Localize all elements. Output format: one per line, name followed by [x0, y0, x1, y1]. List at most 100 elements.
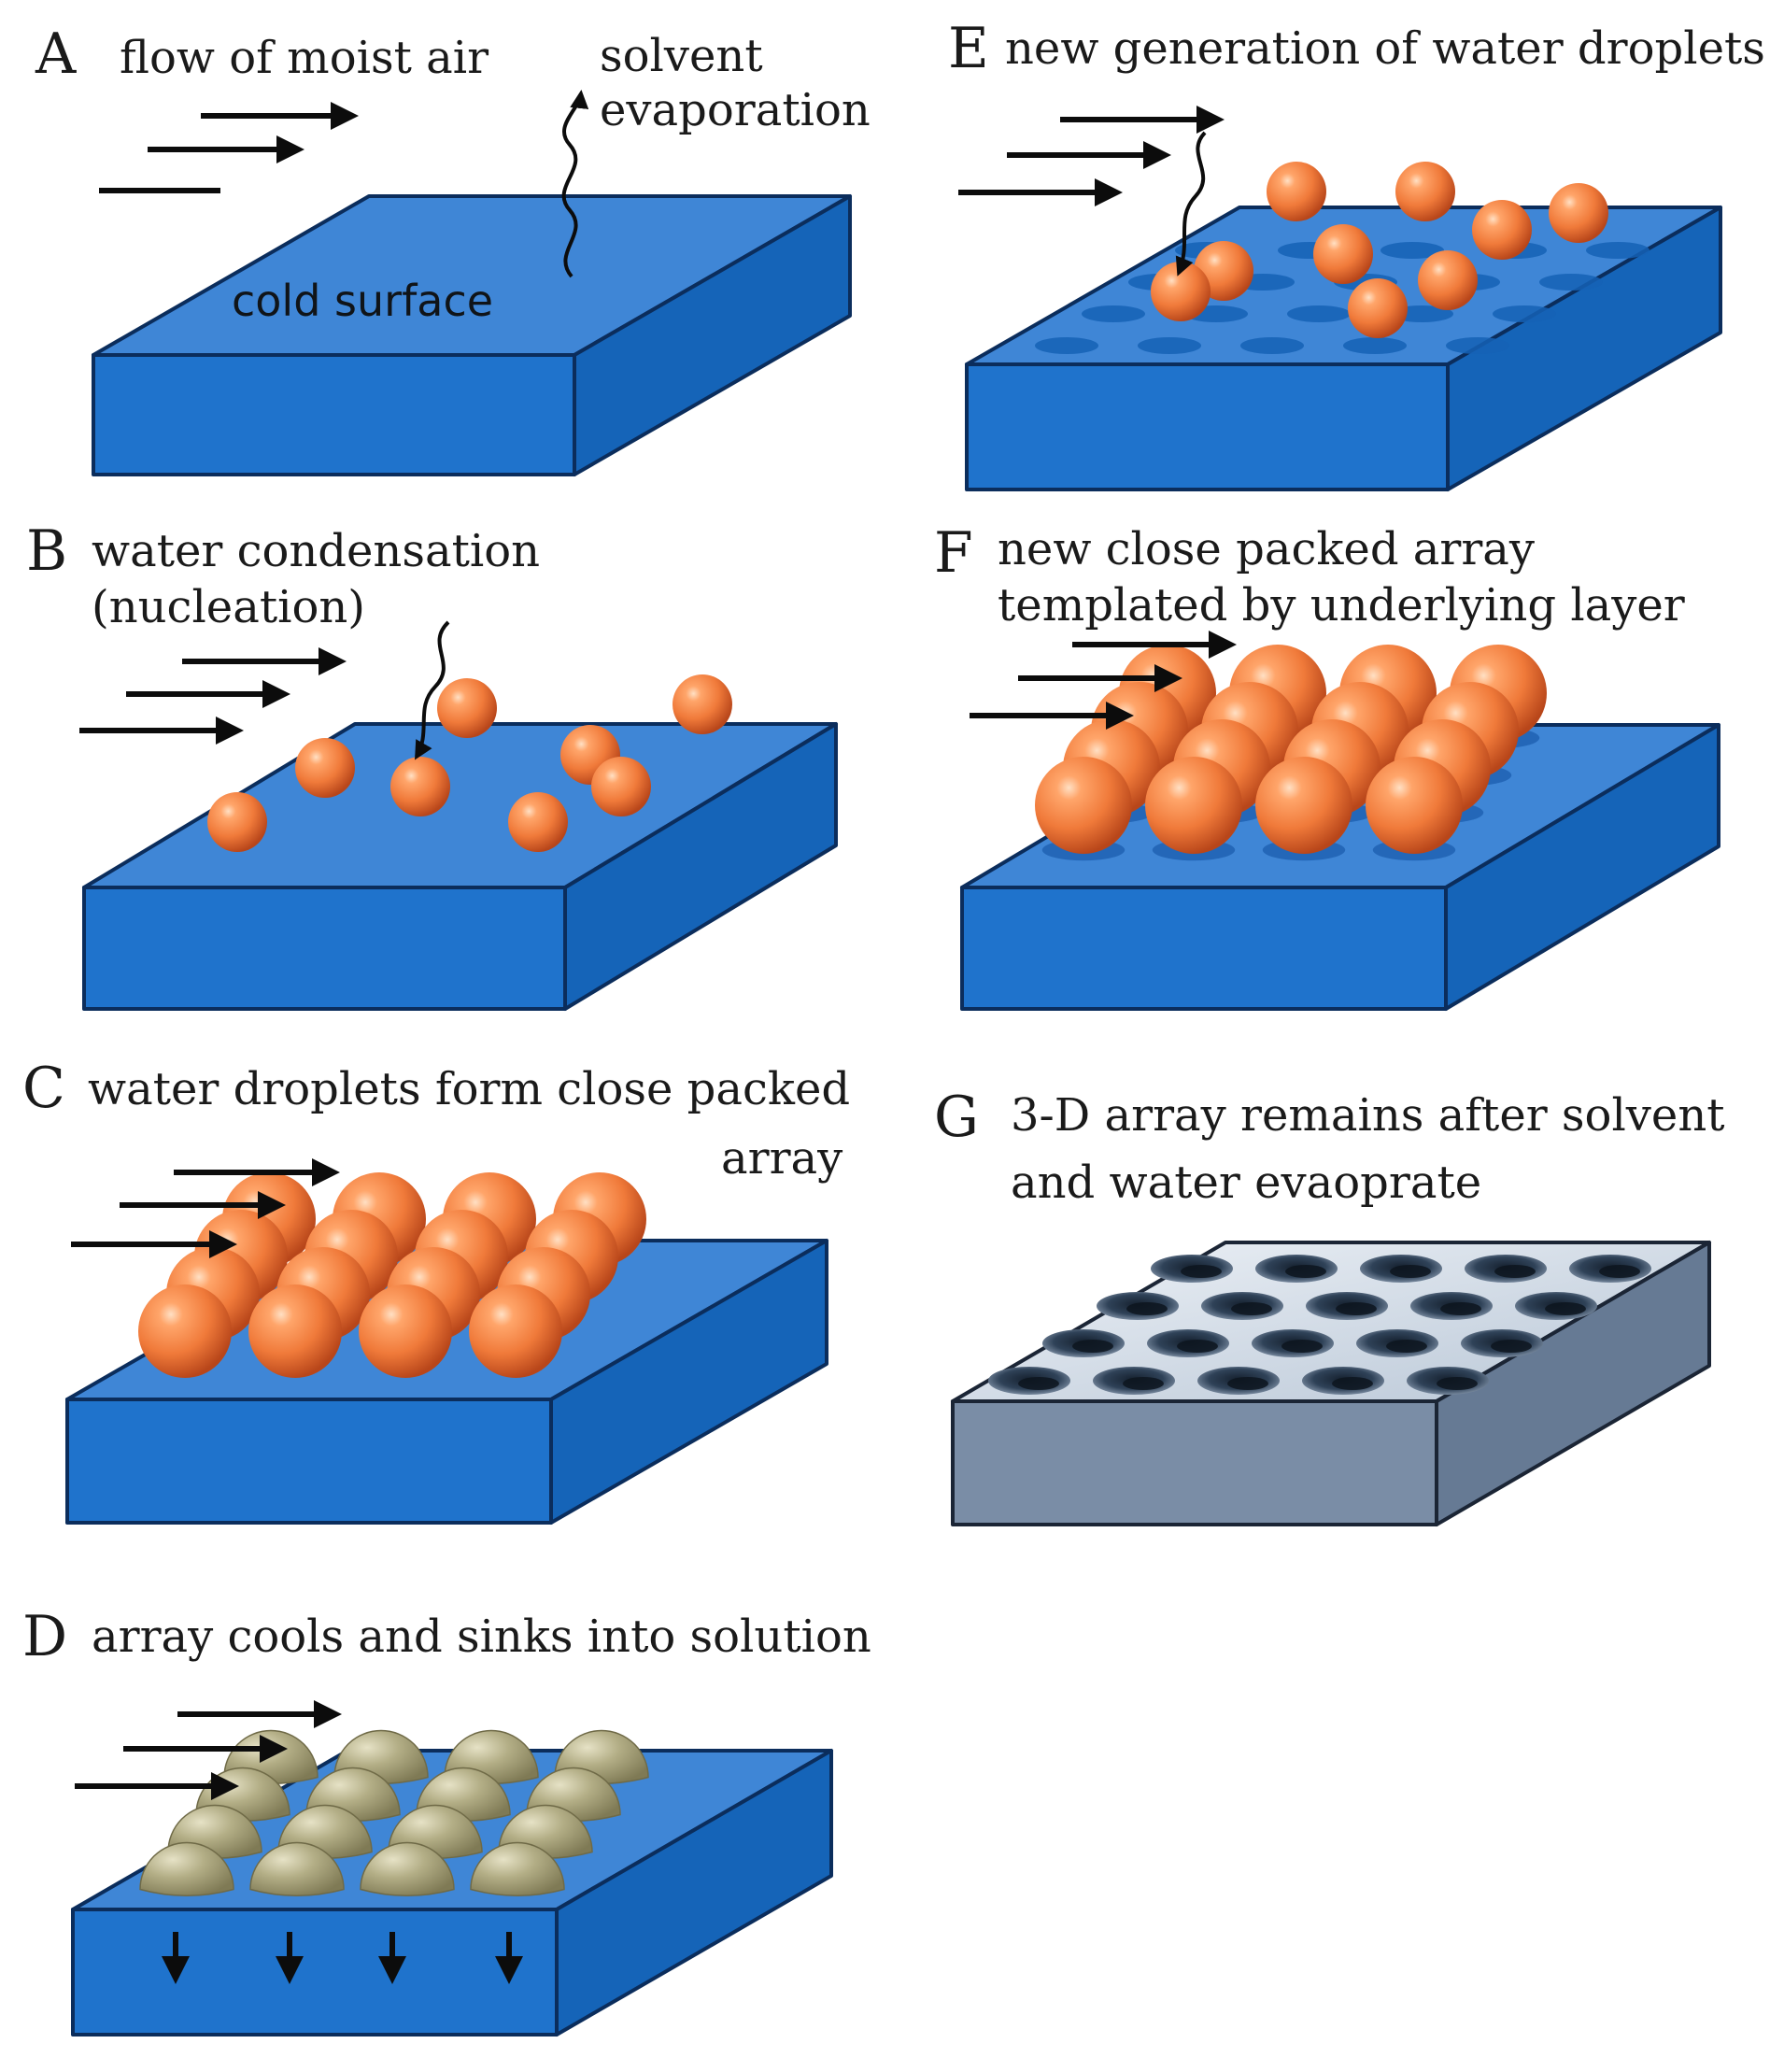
pore-depth	[1126, 1302, 1168, 1315]
water-droplet	[508, 792, 568, 852]
droplet-imprint	[1539, 274, 1603, 291]
solvent-evaporation-arrow	[561, 90, 589, 278]
droplet-imprint	[1287, 305, 1351, 322]
condensation-arrow	[415, 620, 450, 760]
panel-e-droplets	[1151, 162, 1608, 338]
pore-depth	[1332, 1377, 1373, 1390]
panel-b: B water condensation (nucleation)	[26, 518, 838, 1011]
water-droplet	[469, 1284, 562, 1378]
panel-b-droplets	[207, 674, 732, 852]
water-droplet	[138, 1284, 232, 1378]
pore-depth	[1281, 1340, 1323, 1353]
panel-f-caption-line-1: new close packed array	[998, 523, 1535, 575]
panel-c-letter: C	[22, 1056, 65, 1121]
panel-f: F new close packed array templated by un…	[934, 520, 1720, 1011]
panel-f-droplet-array	[1035, 645, 1547, 861]
droplet-imprint	[1082, 305, 1145, 322]
water-droplet	[437, 678, 497, 738]
water-droplet	[207, 792, 267, 852]
panel-c: C water droplets form close packed array	[22, 1056, 850, 1525]
pore-depth	[1390, 1265, 1431, 1278]
pore-depth	[1231, 1302, 1272, 1315]
droplet-imprint	[1586, 242, 1649, 259]
panel-e-surface-imprints	[1035, 242, 1649, 354]
pore-depth	[1440, 1302, 1481, 1315]
water-droplet	[390, 757, 450, 816]
panel-a-evaporation-label: evaporation	[600, 84, 871, 136]
water-droplet	[1145, 757, 1242, 854]
panel-c-caption-line-1: water droplets form close packed	[88, 1063, 850, 1115]
panel-b-air-flow-arrows	[79, 647, 347, 745]
panel-f-slab	[960, 723, 1720, 1011]
panel-g-caption-line-1: 3-D array remains after solvent	[1011, 1089, 1725, 1142]
panel-d-caption: array cools and sinks into solution	[92, 1611, 871, 1663]
panel-a-letter: A	[35, 21, 77, 87]
cooled-droplet	[470, 1841, 565, 1896]
water-droplet	[1267, 162, 1326, 221]
droplet-imprint	[1240, 337, 1304, 354]
panel-g-pore-array	[988, 1255, 1651, 1395]
droplet-imprint	[1035, 337, 1098, 354]
pore-depth	[1177, 1340, 1218, 1353]
panel-a-slab	[92, 194, 852, 476]
water-droplet	[591, 757, 651, 816]
panel-a-solvent-label: solvent	[600, 30, 763, 82]
pore-depth	[1545, 1302, 1586, 1315]
panel-b-caption-line-2: (nucleation)	[92, 581, 365, 633]
water-droplet	[1035, 757, 1132, 854]
cooled-droplet	[249, 1841, 345, 1896]
panel-c-caption-line-2: array	[721, 1132, 842, 1185]
water-droplet	[1255, 757, 1352, 854]
pore-depth	[1491, 1340, 1532, 1353]
panel-f-letter: F	[934, 520, 973, 586]
water-droplet	[1151, 262, 1211, 321]
panel-b-slab	[82, 722, 838, 1011]
water-droplet	[1418, 250, 1478, 310]
pore-depth	[1599, 1265, 1640, 1278]
water-droplet	[673, 674, 732, 734]
panel-c-air-flow-arrows	[71, 1158, 340, 1258]
pore-depth	[1227, 1377, 1268, 1390]
panel-g-letter: G	[934, 1085, 979, 1150]
droplet-imprint	[1343, 337, 1407, 354]
pore-depth	[1072, 1340, 1113, 1353]
water-droplet	[1348, 278, 1408, 338]
panel-e: E new generation of water droplets	[948, 16, 1765, 491]
droplet-imprint	[1446, 337, 1509, 354]
water-droplet	[1472, 200, 1532, 260]
pore-depth	[1018, 1377, 1059, 1390]
pore-depth	[1181, 1265, 1222, 1278]
panel-e-air-flow-arrows	[958, 106, 1225, 206]
panel-a-air-flow-arrows	[99, 102, 359, 193]
panel-d: D array cools and sinks into solution	[22, 1604, 871, 2037]
droplet-imprint	[1493, 305, 1556, 322]
cooled-droplet	[139, 1841, 234, 1896]
pore-depth	[1336, 1302, 1377, 1315]
water-droplet	[248, 1284, 342, 1378]
panel-a-caption: flow of moist air	[120, 32, 488, 84]
panel-b-letter: B	[26, 518, 67, 584]
panel-g-caption-line-2: and water evaoprate	[1011, 1157, 1481, 1209]
cooled-droplet	[360, 1841, 455, 1896]
water-droplet	[1395, 162, 1455, 221]
panel-c-droplet-array	[138, 1172, 646, 1378]
droplet-imprint	[1380, 242, 1444, 259]
panel-d-letter: D	[22, 1604, 67, 1669]
cold-surface-label: cold surface	[232, 276, 493, 326]
panel-a: A flow of moist air solvent evaporation …	[35, 21, 871, 476]
pore-depth	[1494, 1265, 1536, 1278]
panel-f-air-flow-arrows	[970, 631, 1237, 730]
water-droplet	[1366, 757, 1463, 854]
panel-g: G 3-D array remains after solvent and wa…	[934, 1085, 1725, 1526]
droplet-imprint	[1138, 337, 1201, 354]
water-droplet	[1313, 224, 1373, 284]
water-droplet	[1549, 183, 1608, 243]
water-droplet	[295, 738, 355, 798]
pore-depth	[1386, 1340, 1427, 1353]
panel-e-caption: new generation of water droplets	[1005, 22, 1765, 75]
condensation-arrow	[1175, 131, 1207, 277]
panel-f-caption-line-2: templated by underlying layer	[998, 579, 1685, 632]
water-droplet	[359, 1284, 452, 1378]
panel-b-caption-line-1: water condensation	[92, 525, 540, 577]
